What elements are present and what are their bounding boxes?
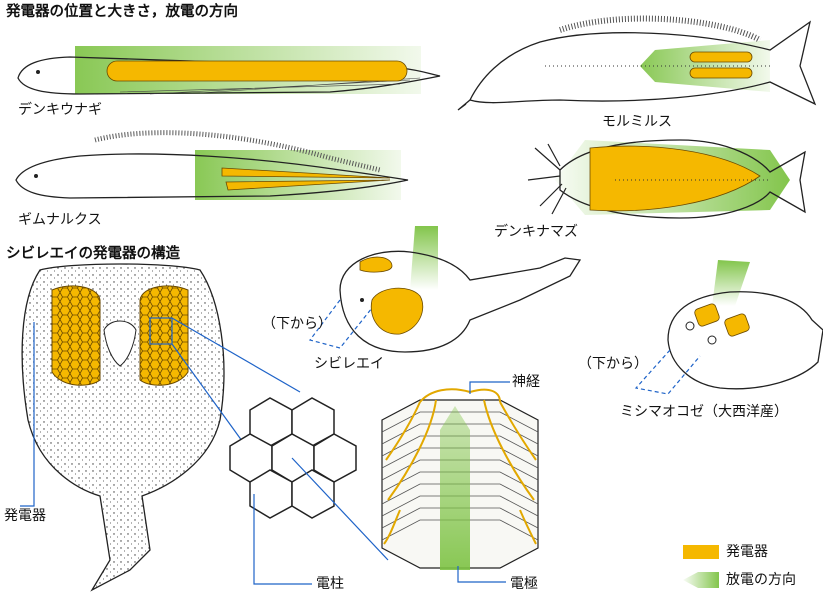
mormyrus-organ-upper	[689, 51, 753, 63]
stargazer-eye-left	[685, 321, 695, 331]
label-electric-catfish: デンキナマズ	[494, 224, 578, 240]
ray-organ-right	[139, 285, 189, 386]
electric-catfish-figure	[527, 139, 806, 219]
torpedo-ray-discharge-upper	[410, 226, 438, 290]
ray-gills	[103, 320, 137, 367]
ray-organ-highlight-box	[149, 317, 173, 345]
ray-organ-left	[51, 285, 101, 386]
nerve-pointer	[469, 381, 510, 394]
heading-top: 発電器の位置と大きさ，放電の方向	[6, 4, 238, 20]
column-discharge-arrow	[440, 406, 470, 570]
mormyrus-figure	[457, 15, 817, 111]
torpedo-ray-organ-upper	[359, 256, 393, 273]
stargazer-figure	[634, 260, 823, 395]
electric-eel-figure	[17, 46, 441, 95]
label-electrode: 電極	[510, 576, 538, 592]
heading-bottom: シビレエイの発電器の構造	[6, 246, 180, 262]
label-organ: 発電器	[4, 508, 46, 524]
label-stargazer: ミシマオコゼ（大西洋産）	[620, 404, 788, 420]
mormyrus-snout	[457, 99, 471, 111]
label-torpedo-view: （下から）	[262, 316, 332, 332]
gymnarchus-organ	[221, 167, 391, 191]
torpedo-ray-guide	[308, 299, 373, 349]
column-pointer	[253, 494, 312, 585]
torpedo-ray-organ-lower	[370, 287, 424, 335]
torpedo-ray-body	[339, 250, 582, 353]
gymnarchus-eye	[34, 174, 38, 178]
zoom-line-column	[291, 457, 389, 561]
electric-catfish-barbels	[527, 143, 567, 215]
column-nerves	[383, 388, 537, 545]
stargazer-body	[667, 291, 823, 390]
label-mormyrus: モルミルス	[602, 114, 672, 130]
mormyrus-body	[469, 20, 817, 106]
torpedo-ray-figure	[308, 226, 582, 353]
electric-eel-eye	[36, 70, 40, 74]
stargazer-discharge-area	[712, 260, 750, 306]
label-torpedo-ray: シビレエイ	[314, 356, 384, 372]
ray-organ-pointer	[20, 322, 35, 507]
label-gymnarchus: ギムナルクス	[18, 212, 102, 228]
torpedo-ray-dorsal-figure	[20, 263, 225, 592]
gymnarchus-dorsal-fin	[94, 130, 381, 173]
gymnarchus-body	[15, 153, 409, 199]
column-cross-section	[171, 317, 389, 585]
mormyrus-dorsal-fin	[559, 15, 762, 43]
electric-eel-body	[17, 56, 441, 95]
hex-5	[313, 433, 357, 483]
electrode-pointer	[457, 566, 506, 583]
zoom-line-upper	[171, 317, 301, 393]
electric-eel-organ	[106, 60, 408, 82]
legend	[683, 545, 719, 588]
label-electric-eel: デンキウナギ	[18, 102, 102, 118]
legend-label-discharge: 放電の方向	[726, 572, 796, 588]
label-nerve: 神経	[512, 374, 540, 390]
hex-7	[291, 469, 335, 519]
stargazer-guide	[634, 349, 701, 395]
label-stargazer-view: （下から）	[578, 356, 648, 372]
zoom-line-lower	[171, 343, 251, 453]
stargazer-organ-right	[724, 313, 750, 337]
legend-organ-swatch	[683, 545, 719, 559]
stargazer-eye-right	[707, 335, 717, 345]
electric-catfish-body	[559, 139, 806, 219]
torpedo-ray-eye	[360, 298, 364, 302]
label-column: 電柱	[316, 576, 344, 592]
stargazer-organ-left	[694, 303, 720, 327]
legend-label-organ: 発電器	[726, 544, 768, 560]
electric-column	[381, 381, 539, 583]
electric-catfish-organ	[589, 145, 761, 212]
gymnarchus-figure	[15, 130, 409, 200]
mormyrus-organ-lower	[689, 67, 753, 79]
legend-discharge-swatch	[683, 572, 719, 588]
